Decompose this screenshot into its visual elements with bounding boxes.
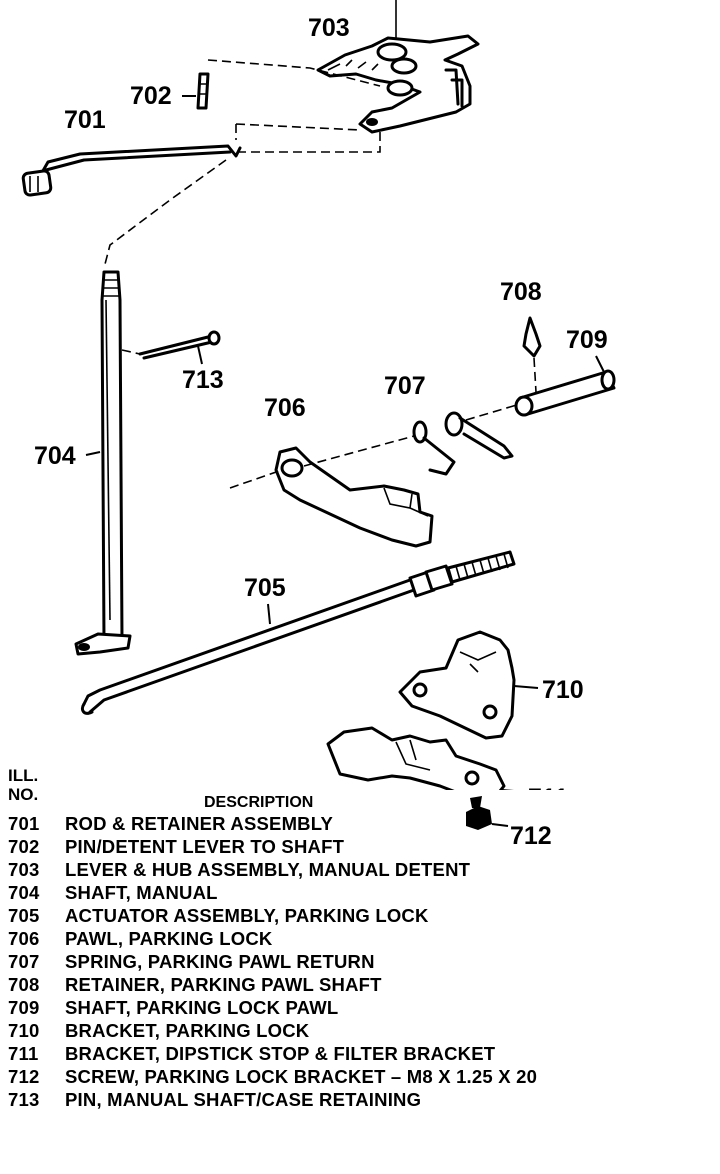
callout-701: 701 [64, 106, 106, 134]
row-description: SHAFT, MANUAL [65, 882, 218, 903]
row-number: 708 [8, 974, 40, 995]
leader-712-line [491, 823, 509, 827]
assembly-line [465, 403, 521, 421]
assembly-line [103, 159, 227, 269]
callout-713: 713 [182, 366, 224, 394]
part-703-lever-hub [316, 34, 480, 134]
legend-header: ILL. NO. DESCRIPTION [8, 766, 708, 812]
legend-row: 705 ACTUATOR ASSEMBLY, PARKING LOCK [8, 904, 708, 927]
part-707-spring [412, 411, 514, 476]
assembly-line [236, 132, 381, 153]
row-number: 712 [8, 1066, 40, 1087]
legend-header-ill: ILL. [8, 766, 39, 785]
part-712-screw-head [466, 806, 492, 830]
part-710-bracket [398, 630, 516, 740]
part-705-actuator [80, 550, 516, 715]
row-description: PIN, MANUAL SHAFT/CASE RETAINING [65, 1089, 422, 1110]
leader-710 [513, 685, 539, 689]
row-description: ACTUATOR ASSEMBLY, PARKING LOCK [65, 905, 429, 926]
row-number: 704 [8, 882, 40, 903]
callout-703: 703 [308, 14, 350, 42]
row-description: SCREW, PARKING LOCK BRACKET – M8 X 1.25 … [65, 1066, 538, 1087]
legend-header-no: NO. [8, 785, 39, 804]
row-description: BRACKET, DIPSTICK STOP & FILTER BRACKET [65, 1043, 496, 1064]
legend-row: 701 ROD & RETAINER ASSEMBLY [8, 812, 708, 835]
part-713-pin [138, 330, 221, 360]
row-number: 703 [8, 859, 40, 880]
legend-row: 712 SCREW, PARKING LOCK BRACKET – M8 X 1.… [8, 1065, 708, 1088]
row-number: 713 [8, 1089, 40, 1110]
callout-709: 709 [566, 326, 608, 354]
callout-702: 702 [130, 82, 172, 110]
row-number: 705 [8, 905, 40, 926]
callout-708: 708 [500, 278, 542, 306]
assembly-line [533, 357, 537, 393]
part-708-retainer [522, 316, 542, 358]
row-number: 710 [8, 1020, 40, 1041]
callout-712: 712 [510, 822, 552, 850]
part-712-screw-thread [470, 796, 482, 808]
row-number: 707 [8, 951, 40, 972]
row-description: ROD & RETAINER ASSEMBLY [65, 813, 334, 834]
row-number: 709 [8, 997, 40, 1018]
legend-row: 706 PAWL, PARKING LOCK [8, 927, 708, 950]
callout-711: 711 [528, 784, 568, 790]
part-702-pin [196, 72, 210, 110]
leader-705 [267, 603, 271, 625]
legend-row: 704 SHAFT, MANUAL [8, 881, 708, 904]
row-description: PAWL, PARKING LOCK [65, 928, 273, 949]
part-701-rod [21, 144, 242, 197]
legend-header-description: DESCRIPTION [204, 794, 314, 811]
legend-rows: 701 ROD & RETAINER ASSEMBLY 702 PIN/DETENT… [8, 812, 708, 1111]
legend-row: 708 RETAINER, PARKING PAWL SHAFT [8, 973, 708, 996]
callout-707: 707 [384, 372, 426, 400]
part-711-bracket [326, 726, 506, 790]
legend-row: 713 PIN, MANUAL SHAFT/CASE RETAINING [8, 1088, 708, 1111]
legend-row: 709 SHAFT, PARKING LOCK PAWL [8, 996, 708, 1019]
exploded-parts-diagram: 703 702 701 708 709 713 707 706 704 705 … [21, 0, 616, 790]
row-number: 701 [8, 813, 40, 834]
diagram-continuation: 712 [466, 796, 552, 850]
part-709-shaft [514, 369, 616, 417]
row-number: 706 [8, 928, 40, 949]
legend-row: 707 SPRING, PARKING PAWL RETURN [8, 950, 708, 973]
legend-row: 702 PIN/DETENT LEVER TO SHAFT [8, 835, 708, 858]
part-704-shaft [74, 270, 132, 656]
row-description: SHAFT, PARKING LOCK PAWL [65, 997, 339, 1018]
callout-705: 705 [244, 574, 286, 602]
leader-709 [595, 355, 605, 373]
leader-713 [197, 345, 203, 365]
assembly-line [235, 123, 361, 140]
part-706-pawl [274, 446, 434, 548]
legend-row: 703 LEVER & HUB ASSEMBLY, MANUAL DETENT [8, 858, 708, 881]
leader-704 [85, 451, 101, 456]
callout-704: 704 [34, 442, 76, 470]
row-number: 702 [8, 836, 40, 857]
assembly-line [121, 349, 141, 355]
row-number: 711 [8, 1043, 39, 1064]
row-description: SPRING, PARKING PAWL RETURN [65, 951, 375, 972]
legend-header-ill-no: ILL. NO. [8, 766, 38, 804]
row-description: LEVER & HUB ASSEMBLY, MANUAL DETENT [65, 859, 471, 880]
assembly-line [207, 59, 381, 87]
callout-710: 710 [542, 676, 584, 704]
legend-row: 711 BRACKET, DIPSTICK STOP & FILTER BRACK… [8, 1042, 708, 1065]
row-description: BRACKET, PARKING LOCK [65, 1020, 310, 1041]
parts-legend: ILL. NO. DESCRIPTION 701 ROD & RETAINER A… [8, 766, 708, 1111]
callout-706: 706 [264, 394, 306, 422]
row-description: RETAINER, PARKING PAWL SHAFT [65, 974, 382, 995]
legend-row: 710 BRACKET, PARKING LOCK [8, 1019, 708, 1042]
assembly-line [303, 435, 415, 467]
row-description: PIN/DETENT LEVER TO SHAFT [65, 836, 345, 857]
assembly-line [229, 469, 283, 489]
